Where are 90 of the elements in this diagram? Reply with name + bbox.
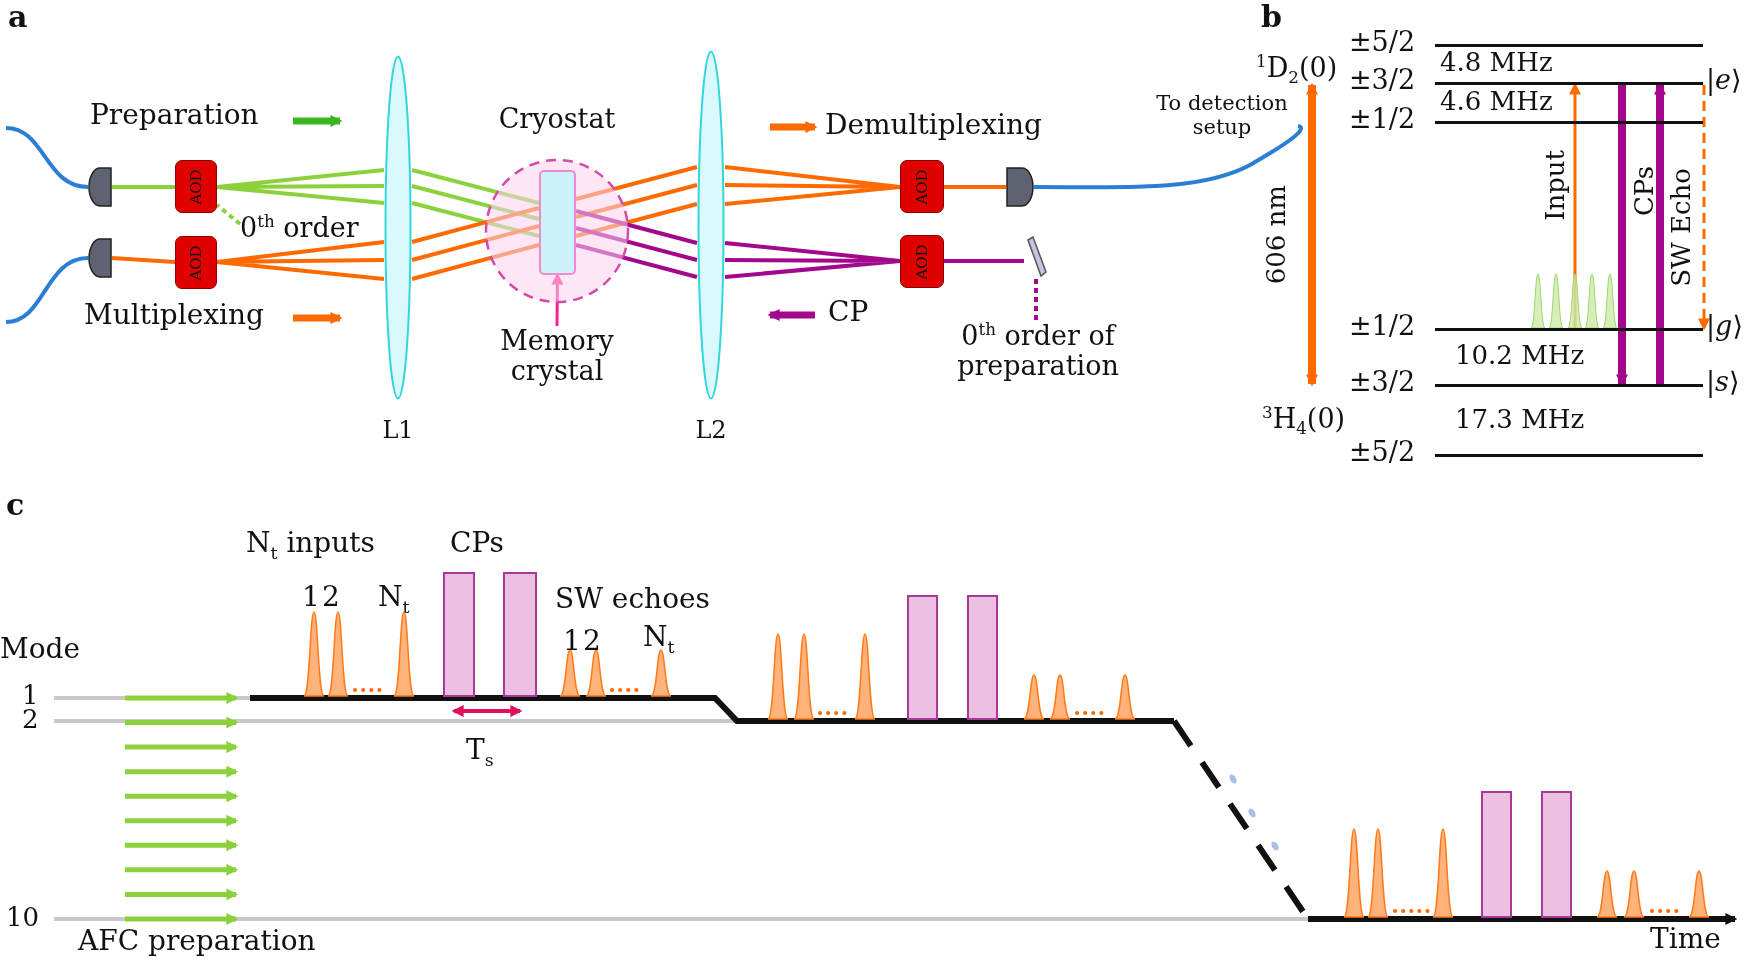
state-label: |g⟩	[1706, 311, 1743, 341]
modulator-label: AOD	[187, 168, 205, 205]
laser-beam	[723, 241, 902, 279]
spin-label: ±3/2	[1349, 65, 1416, 95]
laser-beam	[575, 243, 698, 279]
splitting-label: 4.8 MHz	[1440, 48, 1553, 77]
pulse-label: SW echoes	[555, 584, 710, 615]
beam-label: CP	[828, 297, 869, 328]
pulse-number: 2	[322, 582, 340, 613]
energy-level	[1435, 384, 1703, 387]
optical-fiber	[5, 126, 89, 189]
energy-level	[1435, 44, 1703, 47]
optical-fiber	[1034, 124, 1303, 190]
leader-line	[215, 203, 242, 226]
lens-label: L2	[694, 416, 728, 444]
laser-beam	[944, 259, 1024, 263]
transition-arrow	[1306, 82, 1318, 387]
pulse-number: 1	[302, 582, 320, 613]
laser-beam	[411, 224, 540, 262]
state-label: |s⟩	[1706, 367, 1740, 397]
laser-beam	[411, 243, 540, 281]
laser-beam	[411, 201, 540, 238]
laser-beam	[112, 185, 175, 189]
lens-label: L1	[381, 416, 415, 444]
modulator-box	[175, 236, 217, 289]
spin-label: ±1/2	[1349, 104, 1416, 134]
modulator-box	[900, 160, 944, 213]
panel-label: b	[1261, 0, 1282, 33]
modulator-label: AOD	[187, 244, 205, 281]
modulator-box	[175, 160, 217, 213]
pulse-label: N$_{t}$ inputs	[246, 528, 375, 563]
laser-beam	[944, 185, 1006, 189]
edge-label: 606 nm	[1262, 185, 1291, 285]
duration-label: T$_{s}$	[466, 735, 494, 770]
axis-label: Mode	[0, 634, 81, 665]
pulse-number: N$_{t}$	[378, 582, 410, 617]
optical-fiber	[5, 256, 89, 324]
laser-beam	[575, 165, 698, 201]
callout-text: 0$^{th}$ order	[240, 212, 359, 244]
energy-level	[1435, 328, 1703, 331]
laser-beam	[575, 226, 698, 262]
pulse-number: N$_{t}$	[643, 622, 675, 657]
axis-label: Time	[1650, 924, 1721, 955]
edge-label: SW Echo	[1667, 168, 1696, 287]
edge-label: Input	[1541, 150, 1570, 221]
panel-label: c	[6, 488, 25, 521]
splitting-label: 4.6 MHz	[1440, 87, 1553, 116]
laser-beam	[215, 168, 386, 205]
spin-label: ±5/2	[1349, 27, 1416, 57]
splitting-label: 10.2 MHz	[1455, 341, 1585, 370]
beam-label: Preparation	[90, 100, 259, 131]
modulator-label: AOD	[913, 243, 931, 280]
mode-number: 10	[6, 903, 40, 932]
pulse-label: CPs	[450, 528, 504, 559]
laser-beam	[575, 202, 698, 238]
spin-label: ±3/2	[1349, 367, 1416, 397]
laser-beam	[411, 184, 540, 221]
energy-level	[1435, 121, 1703, 124]
beam-label: Multiplexing	[84, 300, 265, 331]
laser-beam	[575, 209, 698, 245]
laser-beam	[111, 256, 176, 264]
energy-level	[1435, 82, 1703, 85]
laser-beam	[411, 168, 540, 205]
splitting-label: 17.3 MHz	[1455, 405, 1585, 434]
modulator-label: AOD	[913, 168, 931, 205]
laser-beam	[723, 165, 902, 206]
state-label: |e⟩	[1706, 65, 1742, 95]
memory-crystal	[539, 170, 576, 275]
callout-text: 0$^{th}$ order of preparation	[928, 320, 1148, 382]
pulse-number: 2	[583, 626, 601, 657]
callout-text: To detection setup	[1146, 92, 1298, 140]
leader-line	[551, 272, 564, 326]
manifold-label: $^{1}$D$_{2}$(0)	[1256, 52, 1338, 87]
spin-label: ±5/2	[1349, 437, 1416, 467]
cryostat-label: Cryostat	[497, 104, 617, 134]
manifold-label: $^{3}$H$_{4}$(0)	[1262, 403, 1346, 438]
laser-beam	[575, 183, 698, 219]
laser-beam	[411, 206, 540, 244]
energy-level	[1435, 454, 1703, 457]
laser-beam	[215, 240, 386, 281]
pulse-number: 1	[563, 626, 581, 657]
beam-label: Demultiplexing	[825, 110, 1042, 141]
axis-label: AFC preparation	[78, 926, 316, 957]
leader-line	[1034, 278, 1038, 320]
panel-label: a	[8, 0, 28, 33]
spin-label: ±1/2	[1349, 311, 1416, 341]
callout-text: Memory crystal	[490, 326, 624, 387]
modulator-box	[900, 235, 944, 288]
transition-arrow	[1698, 85, 1710, 331]
edge-label: CPs	[1630, 166, 1659, 217]
